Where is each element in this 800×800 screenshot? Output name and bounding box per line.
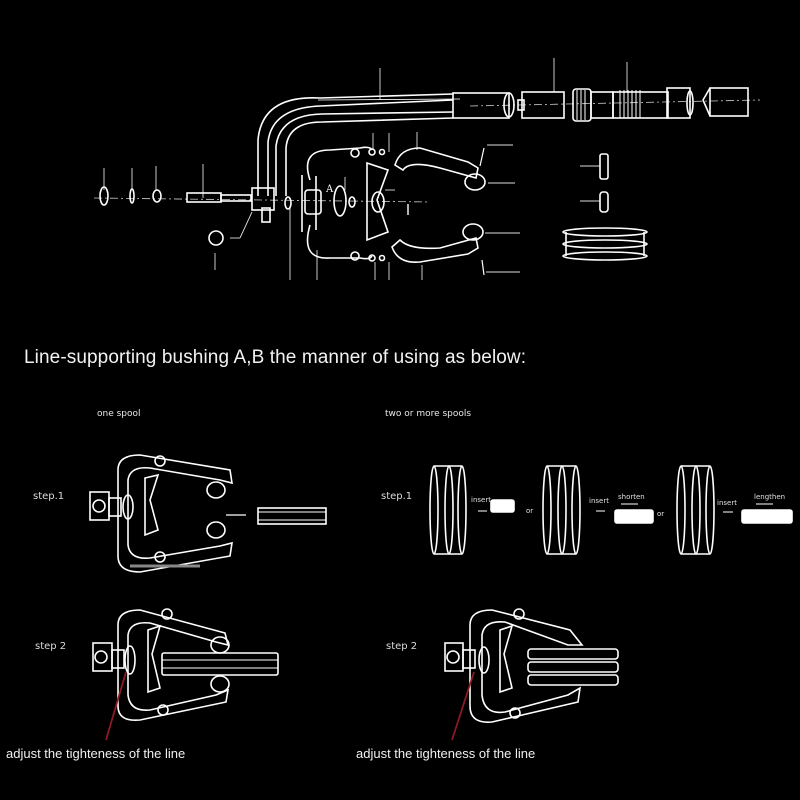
right-step1-label: step.1 [381,491,413,502]
right-caption: adjust the tighteness of the line [356,746,536,761]
svg-text:A: A [325,184,334,195]
left-step1-label: step.1 [33,491,65,502]
right-pointer-line [451,671,475,741]
or-separator-2: or [657,510,665,518]
option2-shorten-label: shorten [618,493,645,501]
option3-lengthen-label: lengthen [754,493,786,501]
right-step2-label: step 2 [386,641,418,652]
instructions-heading: Line-supporting bushing A,B the manner o… [24,347,527,368]
exploded-parts-diagram: A [93,58,761,280]
left-step2-label: step 2 [35,641,67,652]
left-caption: adjust the tighteness of the line [6,746,186,761]
panel-title-two-or-more-spools: two or more spools [385,409,472,419]
option3-insert-label: insert [717,499,737,507]
or-separator-1: or [526,507,534,515]
left-pointer-line [105,671,127,741]
option2-insert-label: insert [589,497,609,505]
panel-title-one-spool: one spool [97,409,141,419]
option1-insert-label: insert [471,496,491,504]
